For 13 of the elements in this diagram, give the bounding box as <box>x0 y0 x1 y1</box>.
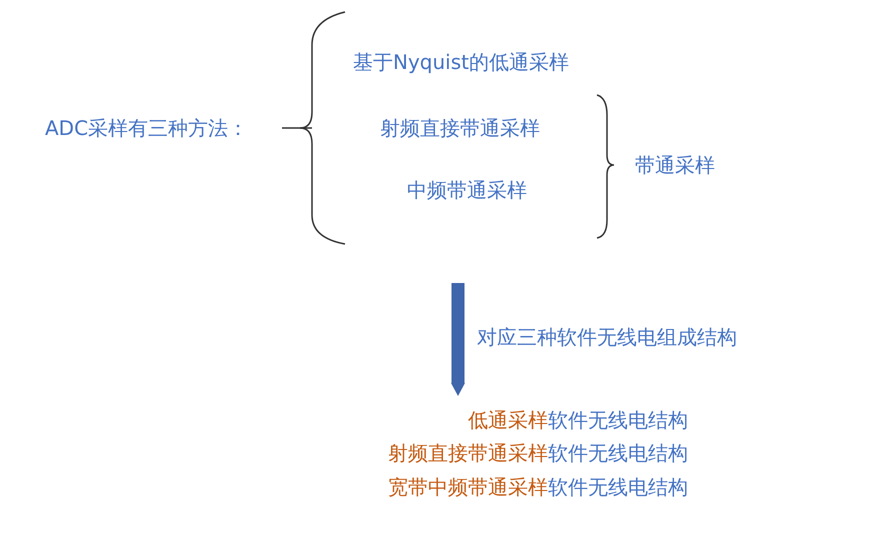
text-label: 软件无线电结构 <box>548 475 688 499</box>
text-label: 基于Nyquist的低通采样 <box>353 49 569 75</box>
text-label: 中频带通采样 <box>407 177 527 203</box>
text-label: 射频直接带通采样 <box>380 115 540 141</box>
text-label: 射频直接带通采样 <box>388 441 548 465</box>
text-label: ADC采样有三种方法： <box>45 115 248 141</box>
text-label: 软件无线电结构 <box>548 441 688 465</box>
edge-label: 对应三种软件无线电组成结构 <box>477 324 737 350</box>
arrow <box>451 283 465 396</box>
text-label: 低通采样 <box>468 408 548 432</box>
text-label: 宽带中频带通采样 <box>388 475 548 499</box>
text-label: 带通采样 <box>635 152 715 178</box>
text-label: 软件无线电结构 <box>548 408 688 432</box>
